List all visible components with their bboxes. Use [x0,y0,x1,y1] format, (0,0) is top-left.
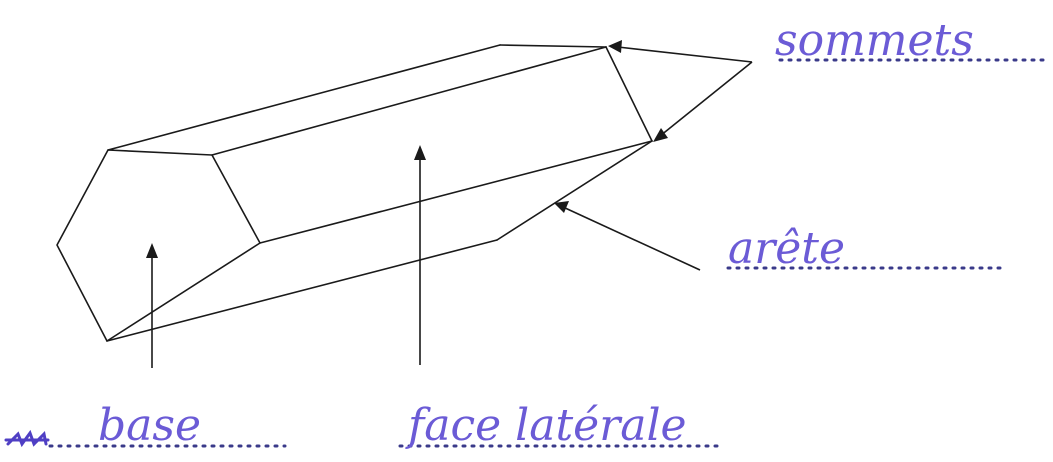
prism-edge-back-vertical [605,46,653,142]
prism-edge-back-top [499,44,607,48]
answer-dotted-lines [48,58,1052,448]
arrow-vertex-bottom [659,61,753,137]
label-arete: arête [728,223,845,274]
ink-scribble [4,429,50,448]
arrow-vertex-bottom-head [653,128,668,142]
annotation-arrows [146,40,753,368]
prism-edge-bottom [106,239,498,342]
arrow-edge [562,206,701,271]
label-sommets: sommets [775,15,974,66]
arrow-vertex-top [617,46,753,63]
arrow-edge-head [554,201,569,213]
arrow-lateral-face-head [414,145,426,160]
prism-edge-top-back [107,44,501,151]
prism-drawing [56,44,653,342]
label-face-laterale: face latérale [405,400,687,451]
prism-edge-middle [259,140,653,244]
arrow-base-head [146,243,158,258]
prism-edge-back-lower [496,140,653,241]
arrow-vertex-top-head [608,40,622,53]
prism-edge-top-front [211,46,607,156]
prism-base-hexagon [56,149,261,342]
label-base: base [98,400,201,451]
